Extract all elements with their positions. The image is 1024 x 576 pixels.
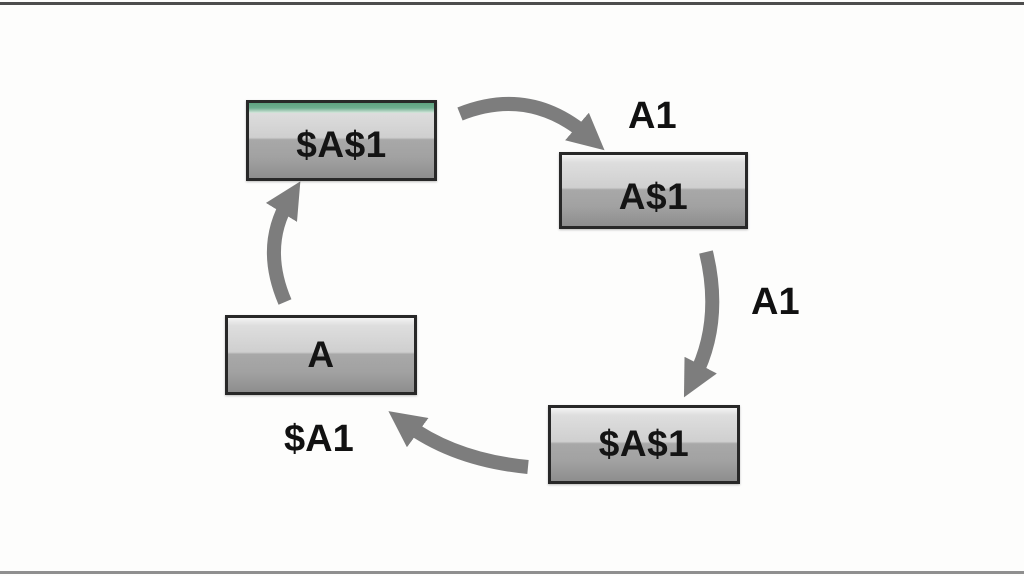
- node-content: A: [228, 318, 414, 392]
- node-content: A$1: [562, 155, 745, 226]
- edge-label-top: A1: [628, 95, 677, 137]
- node-label: A$1: [618, 175, 689, 217]
- arrow-bottom-to-left-icon: [388, 411, 529, 474]
- node-label: $A$1: [296, 124, 387, 165]
- node-content: $A$1: [249, 113, 434, 178]
- node-label: $A$1: [598, 423, 690, 464]
- node-label: A: [307, 333, 335, 375]
- arrow-left-up-icon: [265, 181, 301, 305]
- arrow-top-to-right-icon: [457, 97, 605, 151]
- edge-label-right: A1: [751, 281, 800, 323]
- arrow-right-down-icon: [683, 250, 720, 398]
- frame-border-bottom: [0, 571, 1024, 574]
- frame-border-top: [0, 2, 1024, 5]
- node-content: $A$1: [551, 408, 737, 481]
- node-column-ref-bottom-left: A: [225, 315, 417, 395]
- node-absolute-ref-bottom-right: $A$1: [548, 405, 740, 484]
- node-mixed-ref-top-right: A$1: [559, 152, 748, 229]
- node-absolute-ref-top-left: $A$1: [246, 100, 437, 181]
- edge-label-bottom: $A1: [284, 418, 354, 460]
- green-accent-strip: [249, 103, 434, 113]
